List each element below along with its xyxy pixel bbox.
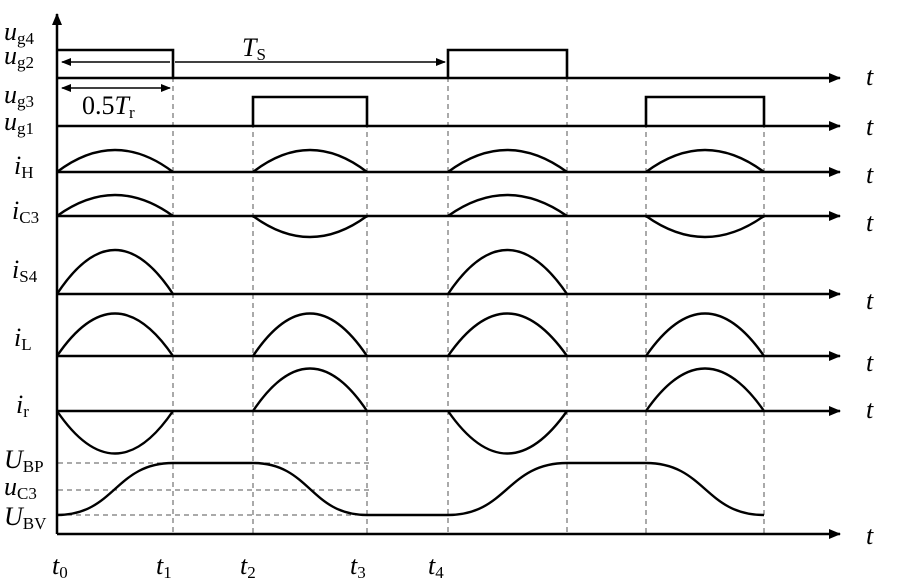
label-ic3: iC3	[12, 196, 39, 227]
waveforms	[55, 148, 765, 517]
wave-is4-1	[55, 248, 175, 295]
axis-label-t: t	[866, 395, 874, 424]
axis-end-labels: t t t t t t t t	[866, 62, 874, 550]
label-ug4: ug4	[4, 17, 35, 48]
axis-label-t: t	[866, 62, 874, 91]
axis-label-t: t	[866, 160, 874, 189]
wave-ih-3	[447, 148, 568, 173]
time-marks: t0 t1 t2 t3 t4	[52, 551, 444, 582]
axis-label-t: t	[866, 112, 874, 141]
wave-ir-1	[56, 410, 174, 455]
wave-is4-2	[447, 248, 568, 295]
label-ug1: ug1	[4, 107, 34, 138]
time-mark-t0: t0	[52, 551, 68, 582]
gate-pulses	[57, 48, 766, 126]
wave-il-1	[56, 312, 174, 357]
wave-ic3-4	[645, 215, 765, 239]
signal-labels: ug4 ug2 ug3 ug1 iH iC3 iS4 iL ir UBP uC3…	[4, 17, 47, 533]
wave-ir-3	[447, 410, 568, 455]
axis-label-t: t	[866, 286, 874, 315]
pulse-ug4-2	[446, 48, 569, 78]
label-is4: iS4	[12, 255, 38, 286]
time-guides	[172, 50, 765, 534]
wave-ih-1	[56, 148, 174, 173]
time-mark-t2: t2	[240, 551, 256, 582]
wave-ih-4	[645, 148, 765, 173]
label-il: iL	[14, 323, 32, 354]
wave-il-4	[645, 312, 765, 357]
label-ug3: ug3	[4, 80, 34, 111]
wave-uc3	[56, 461, 765, 517]
label-ug2: ug2	[4, 41, 34, 72]
period-label: TS	[242, 33, 266, 64]
label-ubv: UBV	[4, 502, 47, 533]
wave-il-3	[447, 312, 568, 357]
axis-label-t: t	[866, 521, 874, 550]
time-mark-t4: t4	[428, 551, 444, 582]
time-mark-t3: t3	[350, 551, 366, 582]
axis-label-t: t	[866, 348, 874, 377]
label-ir: ir	[16, 390, 29, 421]
label-uc3: uC3	[4, 472, 37, 503]
wave-ic3-1	[56, 193, 174, 217]
dimensions	[61, 58, 446, 92]
half-resonant-label: 0.5Tr	[82, 91, 135, 122]
axis-label-t: t	[866, 208, 874, 237]
wave-ir-4	[645, 367, 765, 412]
wave-ir-2	[252, 367, 368, 412]
pulse-ug3-2	[644, 95, 766, 126]
wave-il-2	[252, 312, 368, 357]
wave-ic3-3	[447, 193, 568, 217]
label-ih: iH	[14, 151, 34, 182]
voltage-levels	[58, 462, 370, 516]
wave-ih-2	[252, 148, 368, 173]
time-mark-t1: t1	[156, 551, 172, 582]
pulse-ug4-1	[57, 48, 175, 78]
label-ubp: UBP	[4, 445, 44, 476]
pulse-ug3-1	[251, 95, 369, 126]
wave-ic3-2	[252, 215, 368, 239]
